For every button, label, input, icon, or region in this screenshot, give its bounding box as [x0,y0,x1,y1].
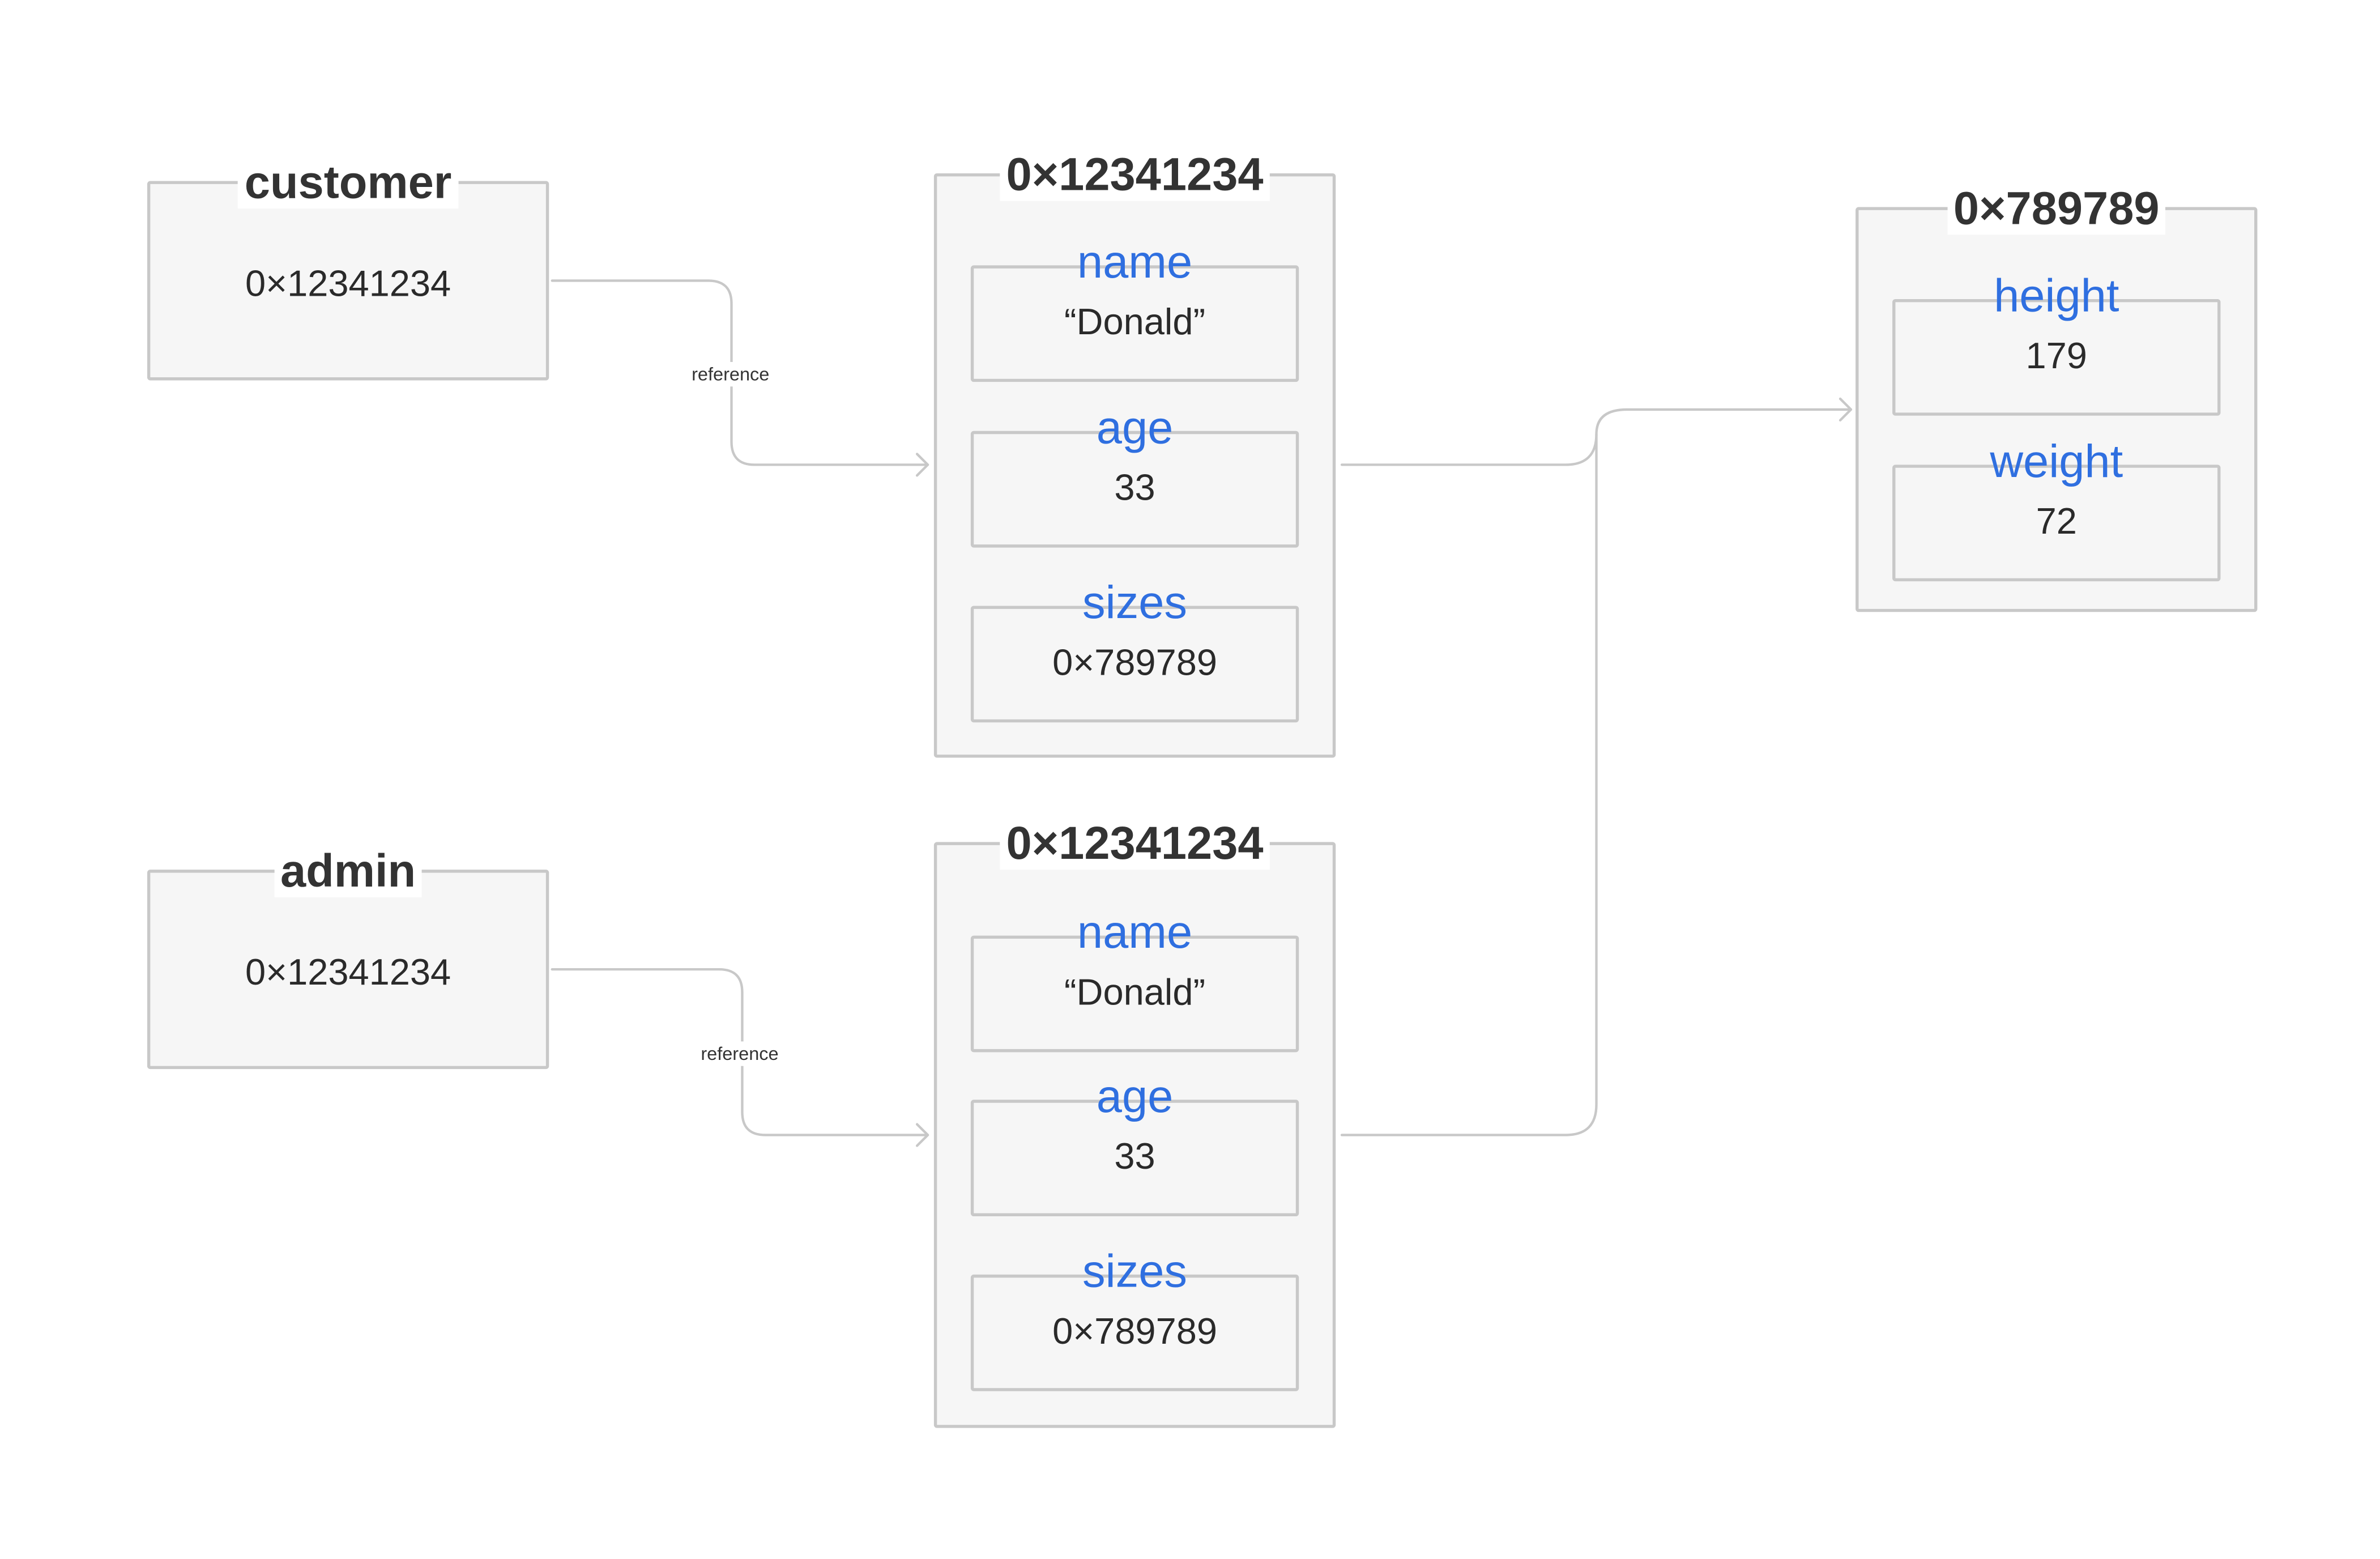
object2-sizes-connector [1340,433,1598,1136]
variable-name: admin [150,846,546,897]
heap-object-sizes: 0×789789 height 179 weight 72 [1856,184,2258,612]
object-address: 0×789789 [1858,184,2254,235]
field-value: 72 [2036,501,2077,543]
variable-value: 0×12341234 [245,263,451,305]
field-label: name [1077,237,1193,289]
field-label: age [1096,403,1174,454]
variable-name: customer [150,157,546,209]
field-value: “Donald” [1064,302,1206,344]
sizes-arrowhead [1839,397,1853,422]
field-value: 33 [1114,467,1155,509]
field-label: height [1994,271,2119,322]
heap-object-2: 0×12341234 name “Donald” age 33 sizes 0×… [933,819,1336,1428]
heap-object-1: 0×12341234 name “Donald” age 33 sizes 0×… [933,150,1336,758]
field-sizes: sizes 0×789789 [970,581,1299,723]
admin-reference-label: reference [697,1041,782,1066]
variable-admin: admin 0×12341234 [147,846,549,1070]
field-age: age 33 [970,406,1299,548]
field-height: height 179 [1892,274,2221,416]
field-label: sizes [1082,578,1188,629]
field-label: name [1077,908,1193,959]
field-name: name “Donald” [970,240,1299,382]
field-value: 0×789789 [1052,642,1217,684]
field-value: “Donald” [1064,972,1206,1014]
field-label: weight [1990,437,2123,488]
object-address: 0×12341234 [937,819,1333,870]
field-weight: weight 72 [1892,440,2221,582]
field-label: sizes [1082,1247,1188,1298]
customer-reference-arrowhead [915,453,929,477]
field-label: age [1096,1072,1174,1123]
object-address: 0×12341234 [937,150,1333,201]
field-value: 179 [2025,335,2087,378]
variable-value: 0×12341234 [245,952,451,994]
field-name: name “Donald” [970,910,1299,1053]
field-sizes: sizes 0×789789 [970,1249,1299,1391]
field-value: 0×789789 [1052,1311,1217,1353]
admin-reference-arrowhead [915,1123,929,1147]
field-age: age 33 [970,1075,1299,1217]
variable-customer: customer 0×12341234 [147,157,549,381]
customer-reference-label: reference [688,361,773,387]
field-value: 33 [1114,1136,1155,1178]
